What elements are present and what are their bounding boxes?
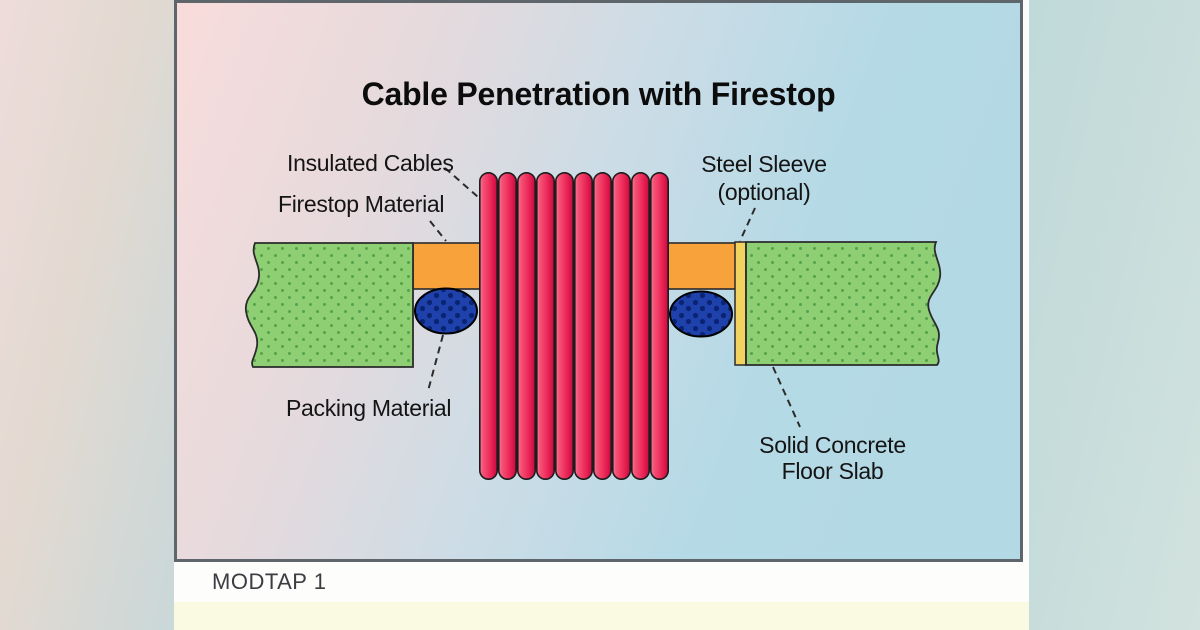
cable-bundle [478,172,669,480]
cable-tube [554,172,574,480]
cable-tube [649,172,669,480]
steel-sleeve-strip [734,241,747,366]
packing-oval-left [414,287,478,335]
label-steel-sleeve: Steel Sleeve (optional) [689,150,839,206]
diagram-canvas [174,0,1023,562]
cable-tube [516,172,536,480]
leader-packing-material [427,334,444,392]
firestop-diagram [174,0,1023,562]
leader-insulated-cables [444,167,479,198]
concrete-slab-right [745,241,942,366]
label-steel-sleeve-line1: Steel Sleeve [701,151,827,177]
caption-strip: MODTAP 1 [174,562,1029,602]
label-steel-sleeve-line2: (optional) [717,179,811,205]
cable-tube [573,172,593,480]
leader-concrete-slab [772,366,801,428]
label-packing-material: Packing Material [286,395,452,421]
diagram-title: Cable Penetration with Firestop [361,76,836,112]
cable-tube [611,172,631,480]
firestop-band-right [665,242,737,290]
cable-tube [592,172,612,480]
label-solid-concrete-line2: Floor Slab [781,458,884,484]
cable-tube [478,172,498,480]
cable-tube [630,172,650,480]
yellow-strip [174,602,1029,630]
figure-card: Cable Penetration with Firestop Insulate… [174,0,1029,630]
firestop-band-left [412,242,482,290]
leader-steel-sleeve [739,207,756,242]
cable-tube [535,172,555,480]
concrete-slab-left [245,242,414,368]
label-solid-concrete: Solid Concrete Floor Slab [745,432,920,484]
label-firestop-material: Firestop Material [278,191,445,217]
figure-caption: MODTAP 1 [212,569,327,594]
label-solid-concrete-line1: Solid Concrete [759,432,906,458]
label-insulated-cables: Insulated Cables [287,150,454,176]
cable-tube [497,172,517,480]
leader-firestop-material [429,220,447,242]
packing-oval-right [669,290,733,338]
